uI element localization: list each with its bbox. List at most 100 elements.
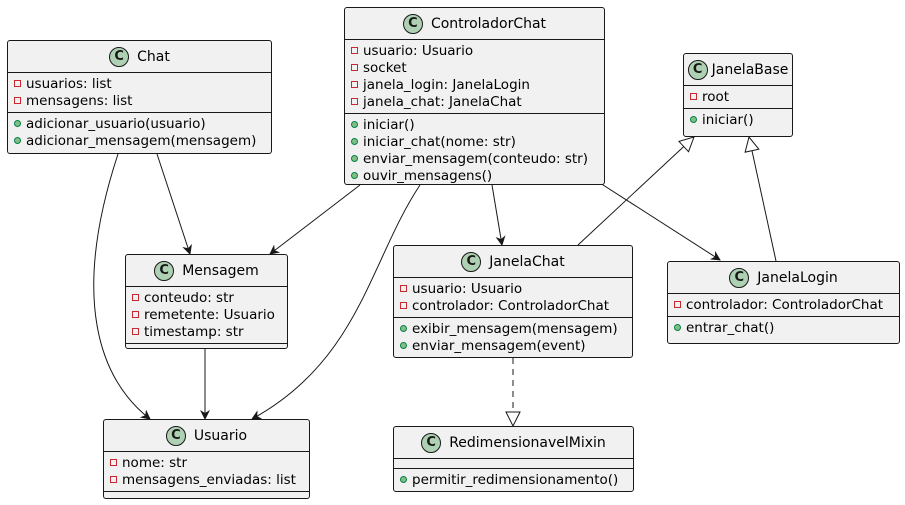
class-controlador-chat-header: C ControladorChat [345, 8, 604, 40]
class-mensagem-header: C Mensagem [126, 255, 287, 287]
edge-controlador-mensagem [269, 184, 361, 255]
class-janela-login-name: JanelaLogin [757, 269, 838, 286]
class-mensagem-attributes: conteudo: str remetente: Usuario timesta… [126, 287, 287, 344]
public-visibility-icon [351, 155, 358, 162]
private-visibility-icon [351, 47, 358, 54]
class-usuario-attributes: nome: str mensagens_enviadas: list [104, 452, 309, 492]
class-janela-base-header: C JanelaBase [684, 54, 792, 86]
class-mensagem-name: Mensagem [182, 262, 259, 279]
class-janela-chat-name: JanelaChat [489, 253, 565, 270]
public-visibility-icon [674, 324, 681, 331]
attribute-row: socket [351, 59, 598, 76]
class-janela-login-header: C JanelaLogin [668, 262, 899, 294]
class-redimensionavel-mixin-name: RedimensionavelMixin [449, 434, 606, 451]
class-janela-chat-header: C JanelaChat [394, 246, 632, 278]
class-janela-base-name: JanelaBase [711, 61, 789, 78]
attribute-row: usuario: Usuario [351, 42, 598, 59]
method-row: ouvir_mensagens() [351, 167, 598, 184]
class-chat-header: C Chat [8, 41, 271, 73]
class-c-icon: C [421, 432, 442, 453]
class-controlador-chat[interactable]: C ControladorChat usuario: Usuario socke… [344, 7, 605, 185]
private-visibility-icon [14, 97, 21, 104]
method-row: iniciar() [351, 116, 598, 133]
private-visibility-icon [351, 64, 358, 71]
method-row: adicionar_mensagem(mensagem) [14, 132, 265, 149]
private-visibility-icon [351, 98, 358, 105]
class-redimensionavel-mixin-attributes [394, 459, 633, 469]
class-mensagem[interactable]: C Mensagem conteudo: str remetente: Usua… [125, 254, 288, 349]
attribute-row: root [690, 88, 786, 105]
edge-chat-usuario [93, 153, 151, 420]
class-c-icon: C [154, 260, 175, 281]
edge-chat-mensagem [156, 153, 192, 255]
edge-controlador-janelalogin [599, 182, 721, 261]
method-row: iniciar() [690, 111, 786, 128]
attribute-row: timestamp: str [132, 323, 281, 340]
class-janela-chat-attributes: usuario: Usuario controlador: Controlado… [394, 278, 632, 318]
class-c-icon: C [687, 59, 708, 80]
class-c-icon: C [461, 251, 482, 272]
private-visibility-icon [132, 311, 139, 318]
class-janela-login[interactable]: C JanelaLogin controlador: ControladorCh… [667, 261, 900, 344]
public-visibility-icon [14, 120, 21, 127]
class-usuario-header: C Usuario [104, 420, 309, 452]
class-chat[interactable]: C Chat usuarios: list mensagens: list ad… [7, 40, 272, 154]
method-row: permitir_redimensionamento() [400, 471, 627, 488]
public-visibility-icon [400, 342, 407, 349]
public-visibility-icon [14, 137, 21, 144]
class-janela-login-methods: entrar_chat() [668, 317, 899, 339]
class-c-icon: C [165, 425, 186, 446]
class-c-icon: C [729, 267, 750, 288]
method-row: iniciar_chat(nome: str) [351, 133, 598, 150]
private-visibility-icon [690, 93, 697, 100]
method-row: exibir_mensagem(mensagem) [400, 320, 626, 337]
class-usuario-name: Usuario [193, 427, 248, 444]
class-redimensionavel-mixin[interactable]: C RedimensionavelMixin permitir_redimens… [393, 426, 634, 492]
edge-controlador-janelachat [491, 184, 506, 246]
class-janela-base-attributes: root [684, 86, 792, 109]
private-visibility-icon [400, 285, 407, 292]
class-redimensionavel-mixin-methods: permitir_redimensionamento() [394, 469, 633, 491]
method-row: adicionar_usuario(usuario) [14, 115, 265, 132]
attribute-row: mensagens_enviadas: list [110, 471, 303, 488]
public-visibility-icon [351, 172, 358, 179]
public-visibility-icon [400, 325, 407, 332]
method-row: enviar_mensagem(event) [400, 337, 626, 354]
attribute-row: usuario: Usuario [400, 280, 626, 297]
public-visibility-icon [690, 116, 697, 123]
class-chat-methods: adicionar_usuario(usuario) adicionar_men… [8, 113, 271, 152]
class-janela-chat[interactable]: C JanelaChat usuario: Usuario controlado… [393, 245, 633, 358]
class-janela-base[interactable]: C JanelaBase root iniciar() [683, 53, 793, 137]
class-janela-chat-methods: exibir_mensagem(mensagem) enviar_mensage… [394, 318, 632, 357]
attribute-row: nome: str [110, 454, 303, 471]
class-chat-attributes: usuarios: list mensagens: list [8, 73, 271, 113]
edge-janelalogin-janelabase [749, 137, 777, 262]
method-row: enviar_mensagem(conteudo: str) [351, 150, 598, 167]
class-controlador-chat-methods: iniciar() iniciar_chat(nome: str) enviar… [345, 114, 604, 187]
private-visibility-icon [14, 80, 21, 87]
private-visibility-icon [674, 301, 681, 308]
private-visibility-icon [400, 302, 407, 309]
attribute-row: controlador: ControladorChat [674, 296, 893, 313]
private-visibility-icon [110, 476, 117, 483]
edge-janelachat-janelabase [577, 137, 694, 246]
public-visibility-icon [351, 121, 358, 128]
edge-controlador-usuario [251, 184, 421, 420]
attribute-row: usuarios: list [14, 75, 265, 92]
attribute-row: remetente: Usuario [132, 306, 281, 323]
class-janela-login-attributes: controlador: ControladorChat [668, 294, 899, 317]
attribute-row: janela_chat: JanelaChat [351, 93, 598, 110]
private-visibility-icon [132, 294, 139, 301]
class-janela-base-methods: iniciar() [684, 109, 792, 131]
public-visibility-icon [400, 476, 407, 483]
private-visibility-icon [351, 81, 358, 88]
method-row: entrar_chat() [674, 319, 893, 336]
class-usuario[interactable]: C Usuario nome: str mensagens_enviadas: … [103, 419, 310, 499]
attribute-row: janela_login: JanelaLogin [351, 76, 598, 93]
class-controlador-chat-attributes: usuario: Usuario socket janela_login: Ja… [345, 40, 604, 114]
class-usuario-methods [104, 492, 309, 502]
attribute-row: conteudo: str [132, 289, 281, 306]
class-mensagem-methods [126, 344, 287, 354]
class-chat-name: Chat [137, 48, 170, 65]
